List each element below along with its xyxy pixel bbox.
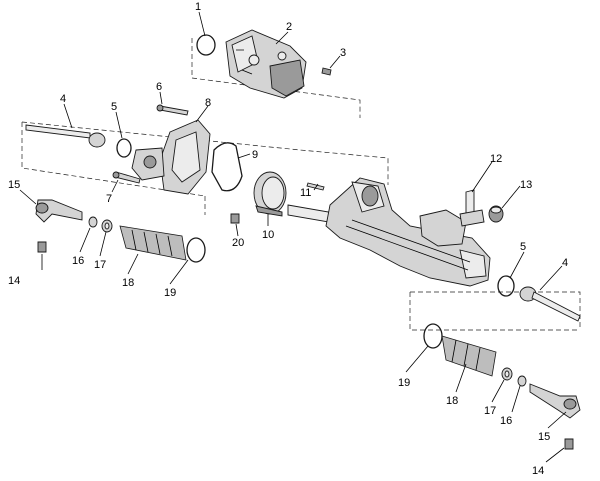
- callout-5-right: 5: [520, 241, 526, 253]
- part-5-seal-left: [116, 138, 132, 158]
- callout-12: 12: [490, 153, 502, 165]
- callout-4-left: 4: [60, 93, 66, 105]
- part-4-inner-tie-rod-left: [25, 124, 106, 148]
- part-19-clamp-left: [186, 237, 206, 263]
- part-11-bolt: [306, 182, 325, 191]
- part-12-pinion-shaft: [459, 189, 485, 227]
- part-6-bolt: [156, 104, 189, 116]
- callout-14-right: 14: [532, 465, 544, 477]
- part-4-inner-tie-rod-right: [519, 286, 581, 322]
- callout-6: 6: [156, 81, 162, 93]
- callout-13: 13: [520, 179, 532, 191]
- part-15-tie-rod-end-right: [529, 383, 581, 419]
- callout-17-right: 17: [484, 405, 496, 417]
- part-17-clamp-right: [501, 367, 513, 381]
- part-20-plug: [230, 213, 240, 224]
- part-19-clamp-right: [423, 323, 443, 349]
- callout-10: 10: [262, 229, 274, 241]
- callout-3: 3: [340, 47, 346, 59]
- part-17-clamp-left: [101, 219, 113, 233]
- part-13-cap: [488, 205, 504, 223]
- callout-leader-lines: [19, 11, 567, 463]
- callout-15-right: 15: [538, 431, 550, 443]
- callout-19-left: 19: [164, 287, 176, 299]
- callout-20: 20: [232, 237, 244, 249]
- part-16-clamp-right: [517, 375, 527, 387]
- callout-15-left: 15: [8, 179, 20, 191]
- part-7-bolt: [112, 171, 141, 184]
- part-8-housing-cover: [131, 119, 211, 195]
- part-18-boot-right: [441, 335, 497, 377]
- part-16-clamp-left: [88, 216, 98, 228]
- part-14-nut-right: [564, 438, 574, 450]
- callout-8: 8: [205, 97, 211, 109]
- callout-17-left: 17: [94, 259, 106, 271]
- callout-4-right: 4: [562, 257, 568, 269]
- part-3-screw: [321, 67, 332, 76]
- part-18-boot-left: [119, 225, 187, 261]
- callout-5-left: 5: [111, 101, 117, 113]
- callout-18-left: 18: [122, 277, 134, 289]
- callout-7: 7: [106, 193, 112, 205]
- steering-rack-housing: [287, 177, 491, 287]
- part-2-motor-assembly: [225, 29, 307, 99]
- part-10-bearing-sleeve: [253, 171, 287, 217]
- part-14-nut-left: [37, 241, 47, 253]
- callout-11: 11: [300, 187, 311, 199]
- callout-9: 9: [252, 149, 258, 161]
- callout-numbers: 1 2 3 4 5 6 7 8 9 10 11 12 13 15 14 16 1…: [8, 1, 568, 477]
- part-1-o-ring: [196, 34, 216, 56]
- callout-19-right: 19: [398, 377, 410, 389]
- callout-16-right: 16: [500, 415, 512, 427]
- callout-2: 2: [286, 21, 292, 33]
- callout-16-left: 16: [72, 255, 84, 267]
- callout-1: 1: [195, 1, 201, 13]
- callout-14-left: 14: [8, 275, 20, 287]
- part-5-seal-right: [497, 275, 515, 297]
- callout-18-right: 18: [446, 395, 458, 407]
- part-15-tie-rod-end-left: [35, 199, 83, 223]
- part-9-gasket: [211, 142, 243, 192]
